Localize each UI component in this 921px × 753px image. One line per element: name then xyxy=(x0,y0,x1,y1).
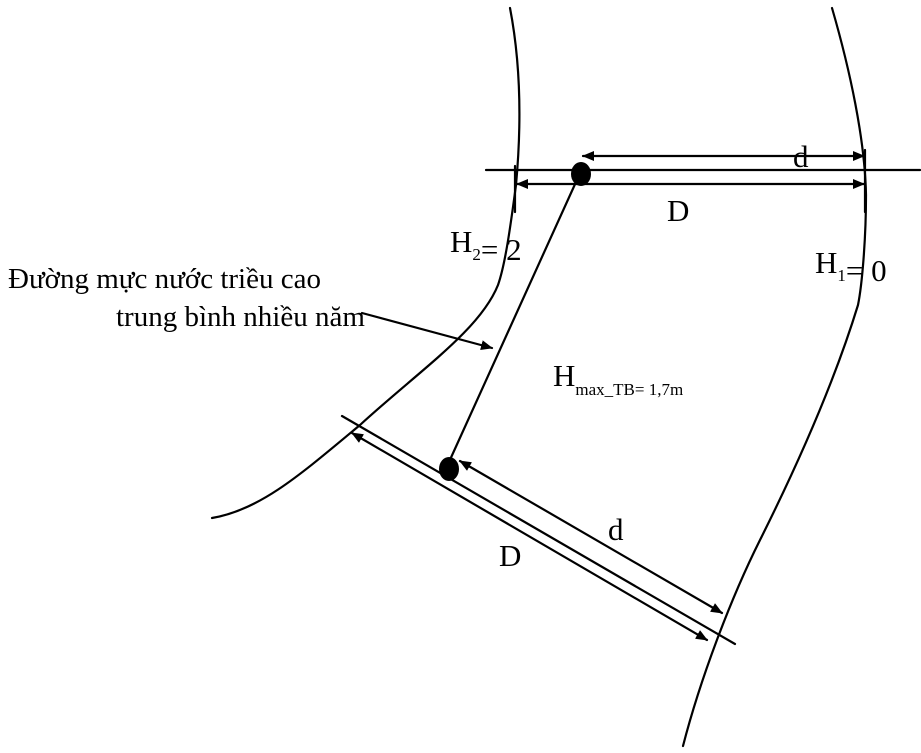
upper-D-label: D xyxy=(667,193,689,228)
right-contour-line xyxy=(681,6,868,748)
note-line-1: Đường mực nước triều cao xyxy=(8,263,321,295)
lower-D-label: D xyxy=(499,538,521,573)
lower-D-arrow xyxy=(350,431,709,642)
lower-d-label: d xyxy=(608,512,624,547)
note-pointer-arrow xyxy=(360,311,494,350)
connecting-line xyxy=(447,180,578,464)
upper-measurement-point xyxy=(571,162,591,186)
left-contour-line xyxy=(210,6,521,520)
h1-label: H1= 0 xyxy=(815,245,887,288)
lower-d-arrow xyxy=(458,459,724,615)
upper-d-label: d xyxy=(793,139,809,174)
h2-label: H2= 2 xyxy=(450,224,522,267)
lower-measurement-point xyxy=(439,457,459,481)
lower-cross-section-line xyxy=(340,414,737,646)
note-line-2: trung bình nhiều năm xyxy=(116,301,365,333)
hmax-label: Hmax_TB= 1,7m xyxy=(553,358,683,399)
